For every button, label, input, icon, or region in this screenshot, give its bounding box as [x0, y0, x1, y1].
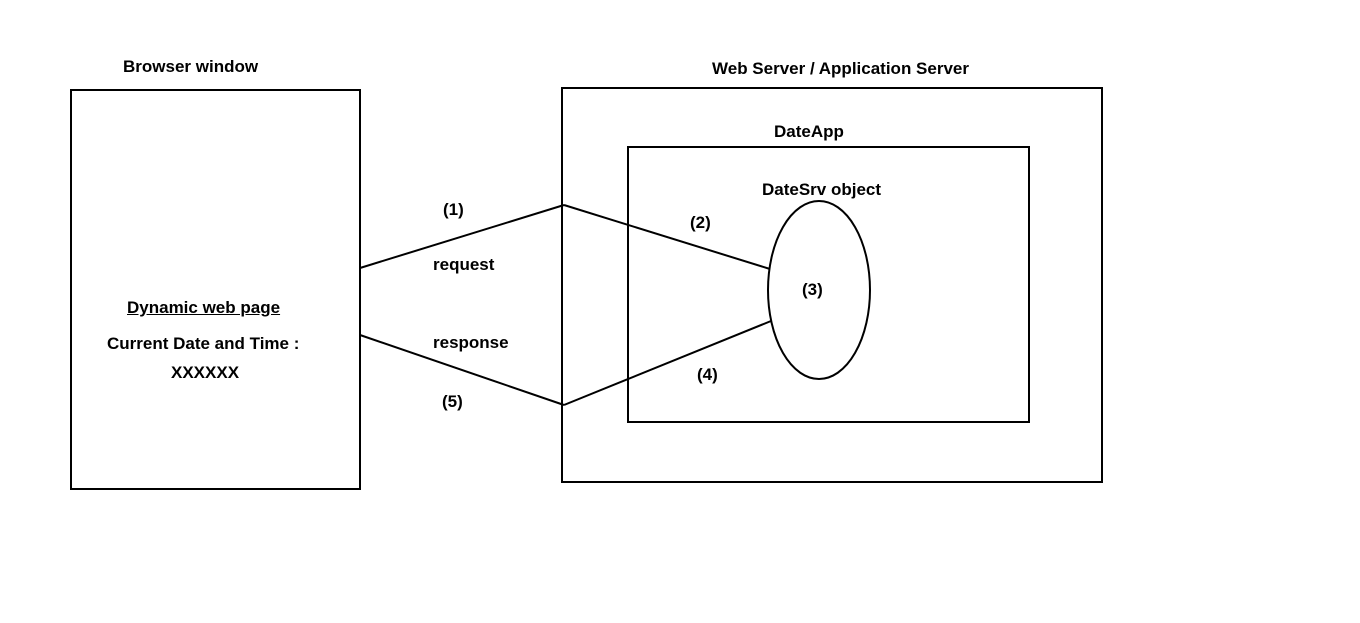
response-line-server-to-browser	[359, 334, 565, 406]
response-line-servlet-to-server	[563, 320, 772, 406]
servlet-object-title: DateSrv object	[762, 180, 882, 199]
step-4-label: (4)	[697, 365, 718, 384]
step-1-label: (1)	[443, 200, 464, 219]
step-2-label: (2)	[690, 213, 711, 232]
request-line-server-to-servlet	[563, 204, 771, 270]
dynamic-page-heading: Dynamic web page	[127, 298, 281, 317]
server-box	[561, 87, 1103, 483]
browser-window-box	[70, 89, 361, 490]
browser-window-title: Browser window	[123, 57, 259, 76]
servlet-object-ellipse	[767, 200, 871, 380]
step-5-label: (5)	[442, 392, 463, 411]
app-box	[627, 146, 1030, 423]
current-date-value: XXXXXX	[171, 363, 240, 382]
app-title: DateApp	[774, 122, 844, 141]
request-line-browser-to-server	[359, 204, 565, 269]
step-3-label: (3)	[802, 280, 823, 299]
request-label: request	[433, 255, 495, 274]
server-title: Web Server / Application Server	[712, 59, 969, 78]
current-date-label: Current Date and Time :	[107, 334, 300, 353]
response-label: response	[433, 333, 509, 352]
